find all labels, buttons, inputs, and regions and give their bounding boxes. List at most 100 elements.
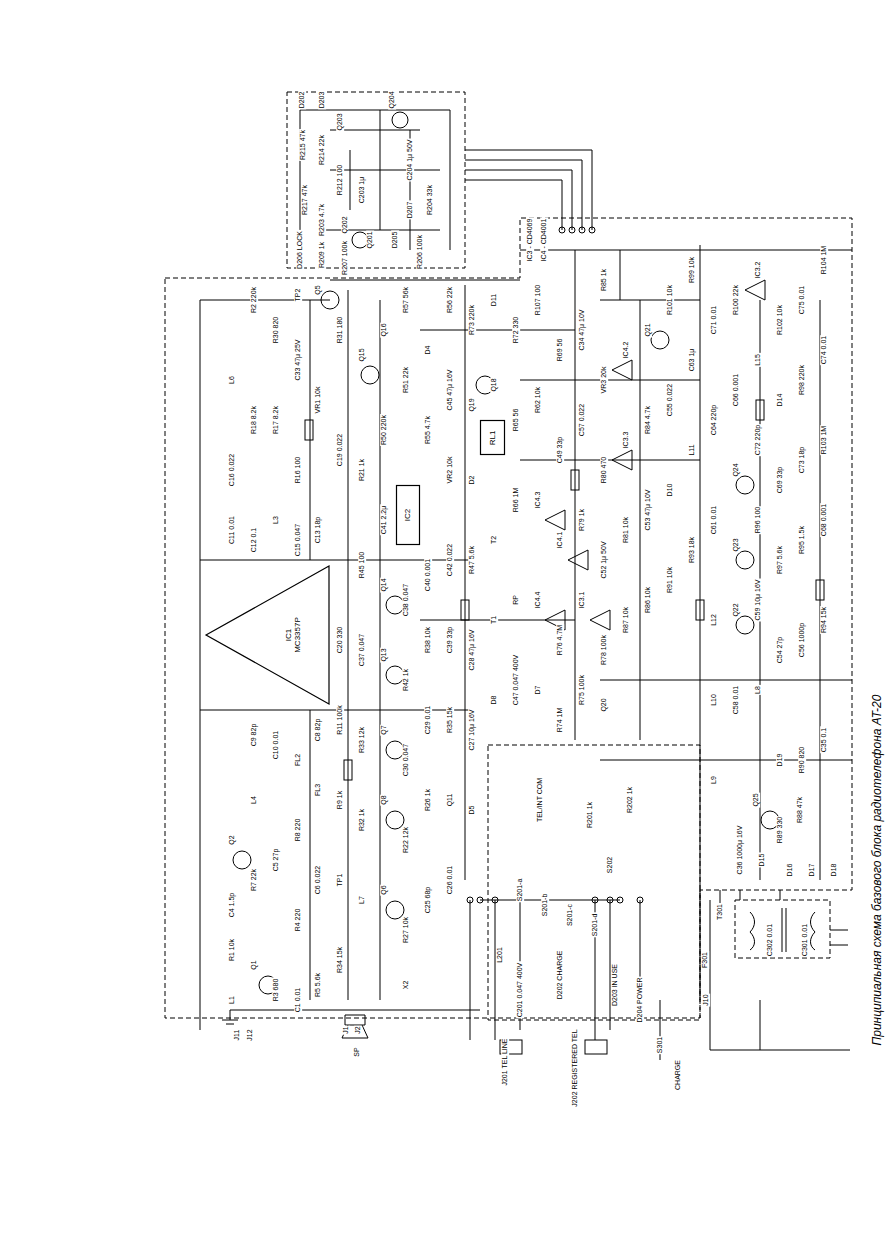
component-label: C37 0.047 <box>358 633 366 667</box>
component-label: C40 0.001 <box>424 558 432 592</box>
component-label: R9 1k <box>336 790 344 810</box>
component-label: R85 1k <box>600 268 608 292</box>
component-label: T301 <box>716 903 724 921</box>
component-label: L10 <box>710 693 718 707</box>
component-label: C41 2.2μ <box>380 505 388 536</box>
component-label: C13 18p <box>314 516 322 544</box>
line-wire <box>470 900 660 1060</box>
component-label: C58 0.01 <box>732 685 740 715</box>
component-label: Q11 <box>446 793 454 808</box>
component-label: R94 15k <box>820 606 828 634</box>
speaker-symbol <box>342 1015 368 1038</box>
component-label: D15 <box>758 853 766 868</box>
component-label: C6 0.022 <box>314 865 322 895</box>
component-label: R50 220k <box>380 414 388 446</box>
component-label: D203 IN USE <box>611 963 619 1007</box>
component-label: Q24 <box>732 462 740 477</box>
power-wire <box>710 890 850 1050</box>
connector-pin <box>467 897 473 903</box>
component-label: J202 REGISTERED TEL <box>571 1028 579 1107</box>
node-text: RL1 <box>488 430 497 445</box>
component-label: IC4.1 <box>556 531 564 550</box>
component-label: C53 47μ 10V <box>644 488 652 531</box>
component-label: C302 0.01 <box>766 923 774 957</box>
connector-pin <box>592 897 598 903</box>
component-label: TEL/INT COM <box>536 777 544 823</box>
relay-box: RL1 <box>480 420 505 455</box>
component-label: R21 1k <box>358 458 366 482</box>
component-label: C66 0.001 <box>732 373 740 407</box>
component-label: C5 27p <box>272 848 280 873</box>
component-label: D8 <box>490 695 498 706</box>
resistor-symbol <box>571 470 579 490</box>
component-label: D19 <box>776 753 784 768</box>
component-label: VR3 20k <box>600 366 608 395</box>
component-label: J12 <box>246 1028 254 1041</box>
component-label: C11 0.01 <box>228 515 236 545</box>
component-label: L15 <box>754 353 762 367</box>
part-name: IC1 <box>283 617 292 653</box>
component-label: IC3 - CD4069 <box>526 218 534 263</box>
component-label: C30 0.047 <box>402 743 410 777</box>
component-label: R4 220 <box>294 908 302 933</box>
component-label: C59 10μ 16V <box>754 578 762 621</box>
component-label: Q5 <box>314 284 322 295</box>
diagram-title: Принципиальная схема базового блока ради… <box>870 695 884 1046</box>
component-label: R7 22k <box>250 868 258 892</box>
resistor-symbol <box>696 600 704 620</box>
component-label: L6 <box>228 375 236 385</box>
component-label: C12 0.1 <box>250 527 258 554</box>
module-frame <box>287 92 465 268</box>
component-label: IC3.2 <box>754 261 762 280</box>
component-label: Q23 <box>732 537 740 552</box>
component-label: S201-d <box>591 913 599 938</box>
ic-box: IC2 <box>396 485 420 545</box>
component-label: Q15 <box>358 347 366 362</box>
transistor-symbol <box>736 476 754 494</box>
component-label: D206 LOCK <box>296 230 304 270</box>
component-label: R209 1k <box>318 241 326 269</box>
component-label: Q16 <box>380 322 388 337</box>
component-label: D205 <box>391 231 399 250</box>
component-label: C75 0.01 <box>798 285 806 315</box>
component-label: C39 33p <box>446 626 454 654</box>
component-label: C47 0.047 400V <box>512 654 520 707</box>
component-label: Q13 <box>380 647 388 662</box>
component-label: J10 <box>702 993 710 1006</box>
component-label: L11 <box>688 443 696 456</box>
component-label: C57 0.022 <box>578 403 586 437</box>
component-label: R107 100 <box>534 284 542 316</box>
component-label: C38 0.047 <box>402 583 410 617</box>
component-label: R72 330 <box>512 316 520 344</box>
component-label: IC3.3 <box>622 431 630 450</box>
component-label: R99 10k <box>688 256 696 284</box>
component-label: VR1 10k <box>314 386 322 415</box>
transistor-symbol <box>392 112 408 128</box>
component-label: R38 10k <box>424 626 432 654</box>
component-label: S201-b <box>541 893 549 918</box>
component-label: R207 100k <box>341 240 349 276</box>
component-label: C9 82p <box>250 723 258 748</box>
component-label: R51 22k <box>402 366 410 394</box>
connector-pins <box>467 227 643 903</box>
transistor-symbol <box>651 331 669 349</box>
connector-pin <box>589 227 595 233</box>
component-label: C35 0.1 <box>820 727 828 754</box>
component-label: S301 <box>656 1036 664 1054</box>
component-label: R93 18k <box>688 536 696 564</box>
component-label: IC4 - CD4001 <box>540 218 548 263</box>
component-label: L4 <box>250 795 258 805</box>
component-label: L201 <box>496 946 504 964</box>
component-label: S201-a <box>516 878 524 903</box>
opamp-symbol <box>612 360 632 380</box>
component-label: C52 1μ 50V <box>600 540 608 579</box>
component-label: C201 0.047 400V <box>516 962 524 1019</box>
component-label: R56 22k <box>446 286 454 314</box>
connector-pin <box>637 897 643 903</box>
connector-pin <box>607 897 613 903</box>
component-label: D18 <box>830 863 838 878</box>
component-label: C36 1000μ 16V <box>736 825 744 876</box>
component-label: C8 82p <box>314 718 322 743</box>
part-name: RL1 <box>488 430 497 445</box>
